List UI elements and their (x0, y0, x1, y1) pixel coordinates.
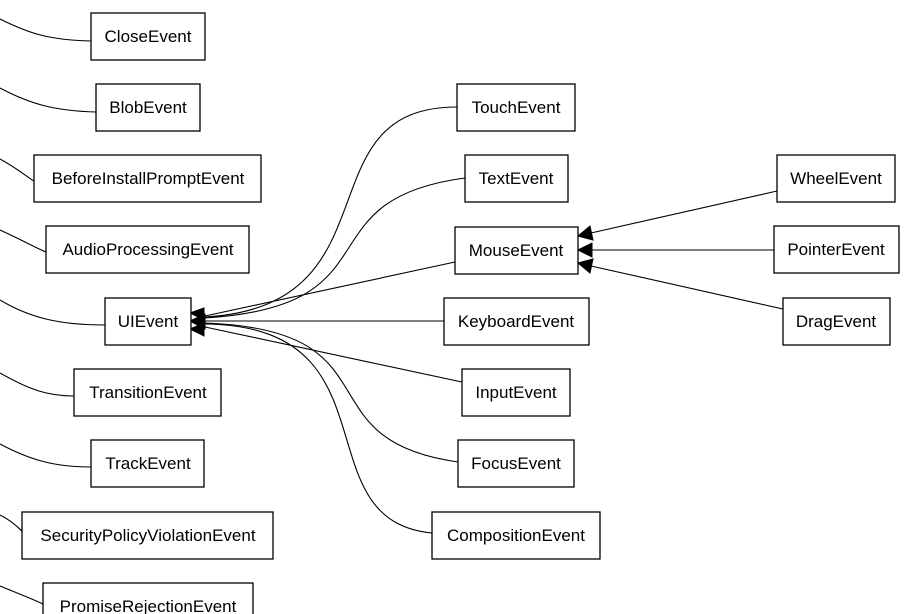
node-label: PromiseRejectionEvent (60, 597, 237, 614)
node-label: PointerEvent (787, 240, 885, 259)
edge-into-ui-event (0, 299, 106, 326)
node-label: InputEvent (475, 383, 557, 402)
edge-wheel-to-mouse (590, 190, 778, 234)
node-composition-event: CompositionEvent (431, 511, 601, 560)
node-label: AudioProcessingEvent (62, 240, 233, 259)
node-wheel-event: WheelEvent (776, 154, 896, 203)
node-label: KeyboardEvent (458, 312, 575, 331)
node-label: FocusEvent (471, 454, 561, 473)
node-promise-rejection-event: PromiseRejectionEvent (42, 582, 254, 614)
arrowhead-pointer-into-mouse (576, 242, 593, 258)
edge-into-promise-rejection-event (0, 585, 44, 605)
edge-focus-to-ui (204, 322, 459, 463)
node-input-event: InputEvent (461, 368, 571, 417)
node-before-install-prompt-event: BeforeInstallPromptEvent (33, 154, 262, 203)
edge-drag-to-mouse (590, 265, 784, 310)
node-transition-event: TransitionEvent (73, 368, 222, 417)
node-pointer-event: PointerEvent (773, 225, 900, 274)
node-label: UIEvent (118, 312, 179, 331)
node-keyboard-event: KeyboardEvent (443, 297, 590, 346)
node-blob-event: BlobEvent (95, 83, 201, 132)
arrowhead-into-ui-event-2 (188, 307, 205, 321)
node-ui-event: UIEvent (104, 297, 192, 346)
edge-into-before-install-prompt-event (0, 158, 35, 182)
edge-into-audio-processing-event (0, 229, 47, 253)
edge-into-track-event (0, 443, 92, 468)
node-label: TextEvent (479, 169, 554, 188)
node-label: CompositionEvent (447, 526, 585, 545)
edge-mouse-to-ui (204, 261, 456, 317)
edge-into-security-policy-violation-event (0, 514, 23, 532)
edge-text-to-ui (204, 177, 466, 319)
left-incoming-edges (0, 18, 106, 605)
edge-into-transition-event (0, 372, 75, 397)
node-label: SecurityPolicyViolationEvent (40, 526, 255, 545)
arrowhead-drag-into-mouse (576, 258, 594, 274)
node-touch-event: TouchEvent (456, 83, 576, 132)
arrowhead-wheel-into-mouse (576, 225, 594, 241)
edge-input-to-ui (204, 326, 463, 383)
node-label: BlobEvent (109, 98, 187, 117)
edge-into-blob-event (0, 87, 97, 113)
ui-event-inheritance-edges (188, 106, 466, 534)
node-label: TrackEvent (105, 454, 191, 473)
node-drag-event: DragEvent (782, 297, 891, 346)
node-track-event: TrackEvent (90, 439, 205, 488)
node-label: TransitionEvent (89, 383, 207, 402)
node-security-policy-violation-event: SecurityPolicyViolationEvent (21, 511, 274, 560)
node-label: TouchEvent (472, 98, 561, 117)
edge-touch-to-ui (204, 106, 458, 318)
node-label: DragEvent (796, 312, 877, 331)
edge-into-close-event (0, 18, 92, 42)
node-label: CloseEvent (105, 27, 192, 46)
node-label: BeforeInstallPromptEvent (52, 169, 245, 188)
node-focus-event: FocusEvent (457, 439, 575, 488)
node-mouse-event: MouseEvent (454, 226, 579, 275)
mouse-event-inheritance-edges (576, 190, 784, 310)
node-label: MouseEvent (469, 241, 564, 260)
node-audio-processing-event: AudioProcessingEvent (45, 225, 250, 274)
node-label: WheelEvent (790, 169, 882, 188)
edge-composition-to-ui (204, 323, 433, 534)
node-text-event: TextEvent (464, 154, 569, 203)
arrowhead-into-ui-event-3 (188, 322, 205, 337)
node-close-event: CloseEvent (90, 12, 206, 61)
